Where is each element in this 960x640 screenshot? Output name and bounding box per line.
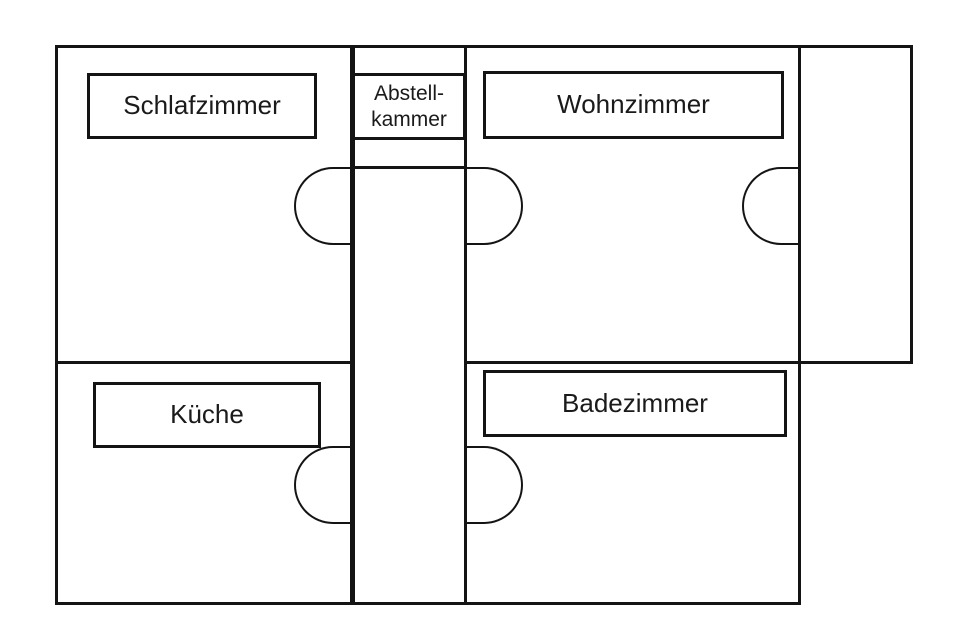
- wall-outer-left: [55, 45, 58, 605]
- wall-outer-bottom: [55, 602, 801, 605]
- room-label-wohnzimmer: Wohnzimmer: [483, 71, 784, 139]
- room-label-abstellkammer-line2: kammer: [371, 107, 447, 131]
- door-badezimmer: [467, 446, 523, 524]
- room-label-abstellkammer-line1: Abstell-: [373, 81, 445, 105]
- door-schlafzimmer: [294, 167, 350, 245]
- wall-outer-top: [55, 45, 913, 48]
- door-kueche: [294, 446, 350, 524]
- door-wohnzimmer-east: [742, 167, 798, 245]
- wall-divider-bedroom-kitchen: [55, 361, 355, 364]
- wall-storage-bottom: [350, 166, 467, 169]
- wall-corridor-left: [350, 45, 355, 605]
- door-wohnzimmer-west: [467, 167, 523, 245]
- room-label-schlafzimmer-text: Schlafzimmer: [123, 90, 281, 121]
- room-label-wohnzimmer-text: Wohnzimmer: [557, 89, 710, 120]
- room-label-schlafzimmer: Schlafzimmer: [87, 73, 317, 139]
- wall-corridor-right: [464, 45, 467, 605]
- room-label-badezimmer: Badezimmer: [483, 370, 787, 437]
- wall-extension-right: [910, 45, 913, 364]
- room-label-badezimmer-text: Badezimmer: [562, 387, 708, 418]
- wall-living-room-right: [798, 45, 801, 605]
- room-label-kueche-text: Küche: [170, 399, 244, 430]
- room-label-kueche: Küche: [93, 382, 321, 448]
- wall-divider-living-bath: [464, 361, 913, 364]
- room-label-abstellkammer: Abstell- kammer: [352, 73, 466, 140]
